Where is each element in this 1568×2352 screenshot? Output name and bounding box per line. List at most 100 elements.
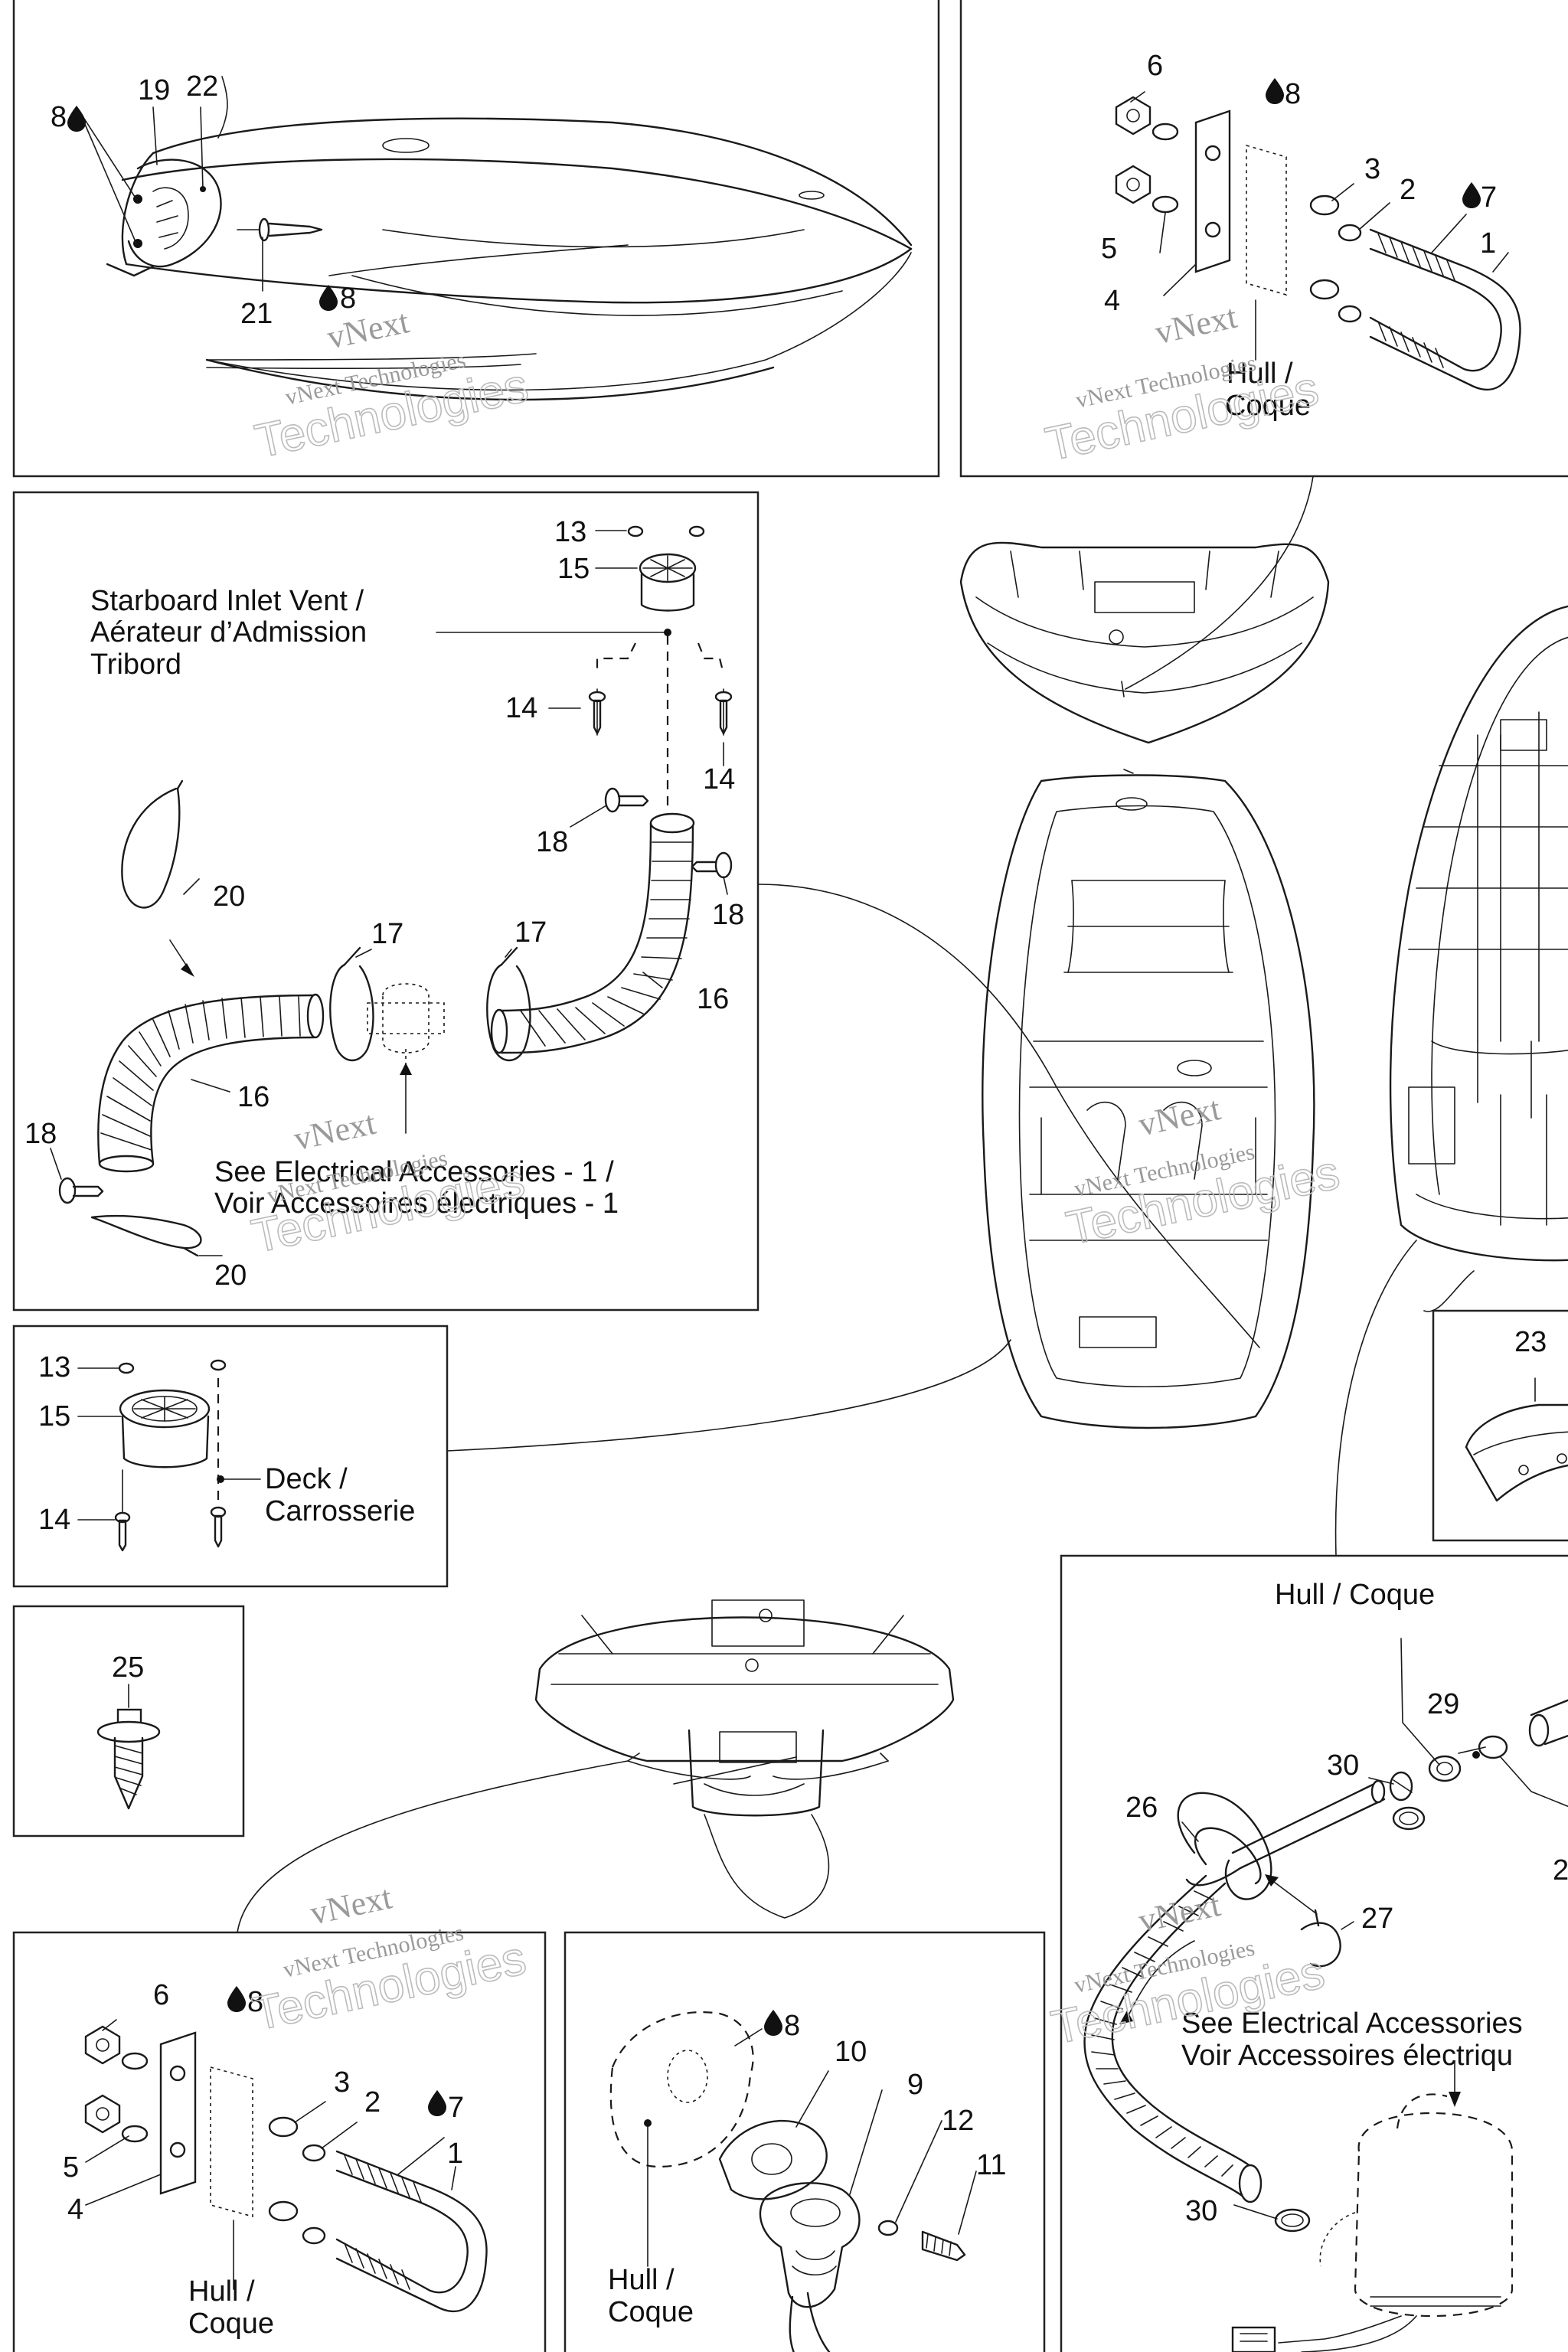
boat-rear-view — [959, 541, 1330, 744]
electrical-ref-line1: See Electrical Accessories - 1 / — [214, 1156, 614, 1188]
part-number-23: 23 — [1514, 1326, 1547, 1358]
hull-label-line1: Hull / — [188, 2275, 255, 2308]
drain-plug-assembly — [609, 2011, 966, 2352]
starboard-vent-label-line1: Starboard Inlet Vent / — [90, 585, 364, 617]
tapping-screw — [96, 1708, 161, 1810]
part-number-28-partial: 2 — [1553, 1854, 1568, 1886]
part-number-20: 20 — [214, 1259, 247, 1292]
watermark-1: vNext vNext Technologies Technologies — [250, 302, 533, 469]
electrical-ref-partial-line2: Voir Accessoires électriqu — [1181, 2040, 1513, 2072]
boat-stern-view — [534, 1599, 955, 1817]
part-number-13: 13 — [38, 1351, 70, 1383]
panel-bow-view — [12, 0, 940, 478]
electrical-ref-partial-line1: See Electrical Accessories — [1181, 2007, 1523, 2040]
inlet-vent-assembly — [58, 525, 733, 1257]
starboard-vent-label-line3: Tribord — [90, 648, 181, 681]
part-number-15: 15 — [38, 1400, 70, 1432]
part-number-16: 16 — [697, 983, 729, 1015]
part-number-17: 17 — [371, 918, 403, 950]
part-number-4: 4 — [67, 2194, 83, 2226]
boat-hull-interior-view — [1389, 605, 1568, 1262]
boat-top-view — [982, 774, 1315, 1429]
svg-text:vNext: vNext — [1152, 298, 1240, 351]
part-number-27: 27 — [1361, 1903, 1393, 1935]
drop-icon — [227, 1986, 246, 2012]
part-number-8: 8 — [784, 2010, 800, 2042]
part-number-18: 18 — [712, 899, 744, 931]
drop-icon — [764, 2010, 782, 2036]
svg-text:vNext: vNext — [307, 1878, 395, 1932]
panel-drain-plug — [564, 1931, 1046, 2352]
part-number-5: 5 — [63, 2151, 79, 2184]
svg-text:vNext: vNext — [1135, 1089, 1223, 1143]
part-number-7: 7 — [1481, 181, 1497, 214]
part-number-7: 7 — [448, 2092, 464, 2124]
part-number-14: 14 — [703, 763, 735, 795]
part-number-22: 22 — [186, 70, 218, 103]
part-number-9: 9 — [907, 2069, 923, 2101]
part-number-11: 11 — [976, 2149, 1006, 2181]
electrical-ref-line2: Voir Accessoires électriques - 1 — [214, 1187, 619, 1220]
hull-coque-label: Hull / Coque — [1275, 1579, 1435, 1611]
part-number-20: 20 — [213, 880, 245, 913]
part-23-bracket — [1465, 1377, 1568, 1502]
part-number-21: 21 — [240, 298, 273, 330]
drop-icon — [1462, 182, 1481, 208]
panel-inlet-vent — [12, 491, 760, 1312]
hull-label-line2: Coque — [1225, 390, 1311, 422]
svg-text:vNext: vNext — [291, 1104, 379, 1158]
part-number-3: 3 — [334, 2066, 350, 2099]
drop-icon — [428, 2090, 446, 2116]
part-number-2: 2 — [1400, 174, 1416, 206]
watermark-2: vNext vNext Technologies Technologies — [1040, 298, 1324, 472]
callout-leader-lines — [237, 475, 1475, 1933]
part-number-16: 16 — [237, 1081, 270, 1113]
part-number-5: 5 — [1101, 233, 1117, 265]
svg-text:vNext: vNext — [1135, 1886, 1223, 1939]
part-number-8: 8 — [1285, 78, 1301, 110]
drop-icon — [1266, 78, 1284, 104]
part-number-14: 14 — [505, 692, 537, 724]
watermark-4: vNext vNext Technologies Technologies — [1061, 1089, 1344, 1256]
part-number-6: 6 — [153, 1979, 169, 2011]
deck-vent-assembly — [114, 1359, 227, 1552]
part-number-8: 8 — [340, 283, 356, 315]
part-number-30: 30 — [1185, 2195, 1217, 2227]
part-number-4: 4 — [1104, 285, 1120, 317]
part-number-29: 29 — [1427, 1688, 1459, 1720]
part-number-2: 2 — [364, 2086, 381, 2118]
part-number-30: 30 — [1327, 1749, 1359, 1782]
part-number-15: 15 — [557, 553, 590, 585]
part-number-26: 26 — [1125, 1792, 1158, 1824]
panel-deck-vent — [12, 1325, 449, 1588]
starboard-vent-label-line2: Aérateur d’Admission — [90, 616, 367, 648]
bilge-pump-assembly — [1083, 1699, 1568, 2352]
part-number-1: 1 — [447, 2138, 463, 2170]
part-number-19: 19 — [138, 74, 170, 106]
part-number-10: 10 — [835, 2036, 867, 2068]
part-number-3: 3 — [1364, 153, 1380, 185]
bow-side-view — [106, 76, 913, 401]
panel-screw — [12, 1605, 245, 1838]
drop-icon — [319, 285, 338, 311]
part-number-18: 18 — [24, 1118, 57, 1150]
deck-label-line2: Carrosserie — [265, 1495, 415, 1527]
ubolt-assembly-top — [1115, 96, 1521, 391]
panel-ubolt-bottom — [12, 1931, 547, 2352]
watermark-5: vNext vNext Technologies Technologies — [248, 1878, 531, 2041]
ubolt-assembly-bottom — [84, 2025, 488, 2313]
part-number-25: 25 — [112, 1651, 144, 1684]
part-number-8: 8 — [247, 1986, 263, 2018]
hull-label-line2: Coque — [608, 2296, 694, 2328]
hull-label-line1: Hull / — [608, 2264, 675, 2296]
hull-label-line2: Coque — [188, 2308, 274, 2340]
part-number-17: 17 — [514, 916, 547, 949]
part-number-1: 1 — [1480, 227, 1496, 260]
hull-label-line1: Hull / — [1227, 358, 1293, 390]
panel-part-23 — [1432, 1309, 1568, 1542]
part-number-13: 13 — [554, 516, 586, 548]
panel-bilge — [1060, 1554, 1568, 2352]
part-number-14: 14 — [38, 1504, 70, 1536]
panel-ubolt-top — [959, 0, 1568, 478]
